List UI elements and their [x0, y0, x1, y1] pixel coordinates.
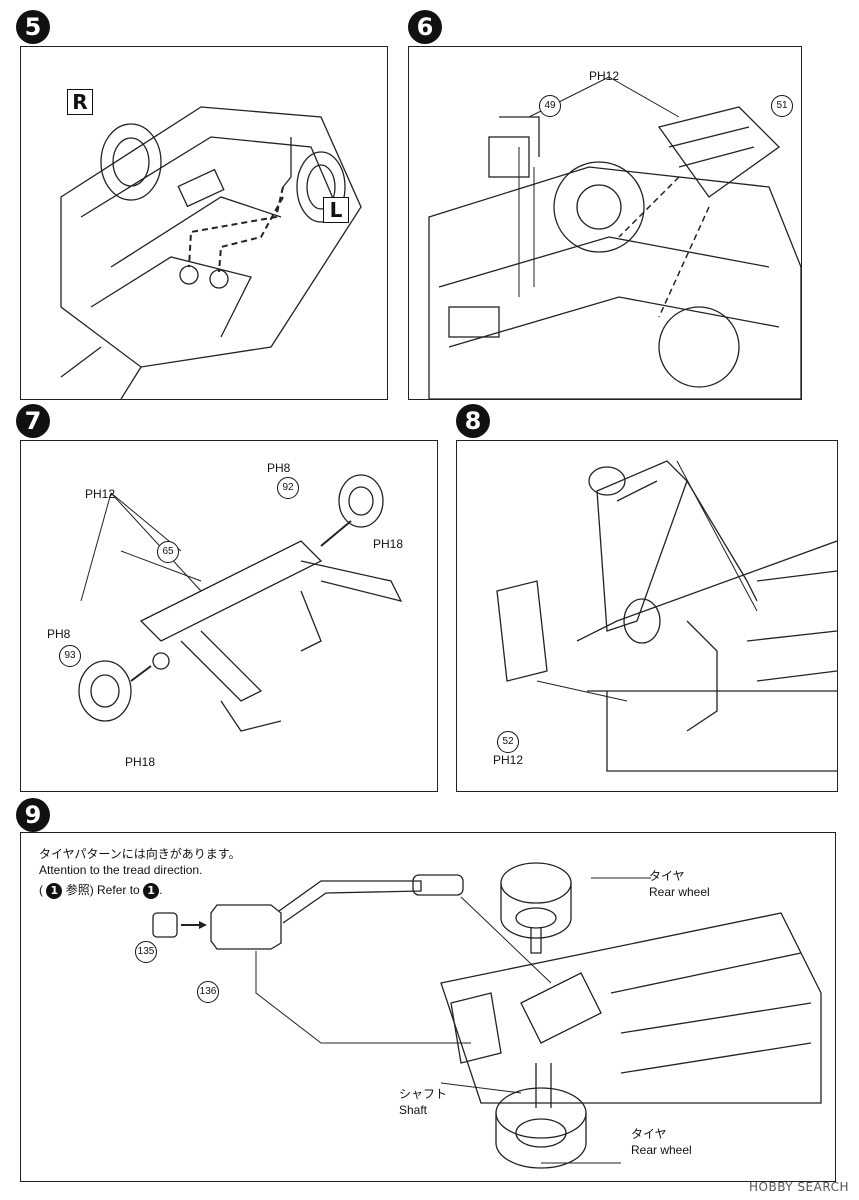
refer-open-paren: ( [39, 883, 43, 897]
shaft-label-jp: シャフト [399, 1087, 448, 1101]
step-7-badge: 7 [16, 404, 50, 438]
step-8-panel: 52 PH12 [456, 440, 838, 792]
ph8-left-label: PH8 [47, 627, 71, 641]
ph8-top-label: PH8 [267, 461, 291, 475]
rear-wheel-bottom-en: Rear wheel [631, 1143, 692, 1157]
ph18-bottom-label: PH18 [125, 755, 156, 769]
step-7-panel: PH8 92 PH18 PH12 65 PH8 93 PH18 [20, 440, 438, 792]
ph18-right-label: PH18 [373, 537, 404, 551]
step-5-panel: R L [20, 46, 388, 400]
refer-text: 参照) Refer to [65, 883, 140, 897]
refer-step-1-badge: 1 [46, 882, 63, 899]
part-51-callout: 51 [771, 95, 793, 117]
label-r-box: R [67, 89, 93, 115]
part-136-callout: 136 [197, 981, 219, 1003]
rear-wheel-top-en: Rear wheel [649, 885, 710, 899]
part-92-callout: 92 [277, 477, 299, 499]
watermark-logo: HOBBY SEARCH [749, 1180, 849, 1194]
step-6-badge: 6 [408, 10, 442, 44]
refer-note: ( 1 参照) Refer to 1. [39, 881, 162, 899]
tread-note-jp: タイヤパターンには向きがあります。 [39, 847, 241, 861]
part-135-callout: 135 [135, 941, 157, 963]
step-8-chassis-drawing [496, 460, 837, 772]
ph12-label: PH12 [589, 69, 620, 83]
part-65-callout: 65 [157, 541, 179, 563]
part-52-callout: 52 [497, 731, 519, 753]
label-l-box: L [323, 197, 349, 223]
ph12-frame-label: PH12 [85, 487, 116, 501]
ph12-part52-label: PH12 [493, 753, 524, 767]
tread-note-en: Attention to the tread direction. [39, 863, 203, 877]
part-49-callout: 49 [539, 95, 561, 117]
rear-wheel-top-jp: タイヤ [649, 869, 685, 883]
shaft-label-en: Shaft [399, 1103, 428, 1117]
step-5-badge: 5 [16, 10, 50, 44]
step-9-badge: 9 [16, 798, 50, 832]
step-9-assembly-drawing [152, 862, 822, 1169]
step-6-panel: PH12 49 51 [408, 46, 802, 400]
step-7-subframe-drawing [78, 474, 403, 732]
refer-step-1-badge-2: 1 [143, 882, 160, 899]
step-8-badge: 8 [456, 404, 490, 438]
part-93-callout: 93 [59, 645, 81, 667]
step-9-panel: タイヤパターンには向きがあります。 Attention to the tread… [20, 832, 836, 1182]
step-5-chassis-drawing [60, 106, 362, 399]
step-6-chassis-drawing [428, 76, 801, 399]
refer-end: . [159, 883, 163, 897]
rear-wheel-bottom-jp: タイヤ [631, 1127, 667, 1141]
